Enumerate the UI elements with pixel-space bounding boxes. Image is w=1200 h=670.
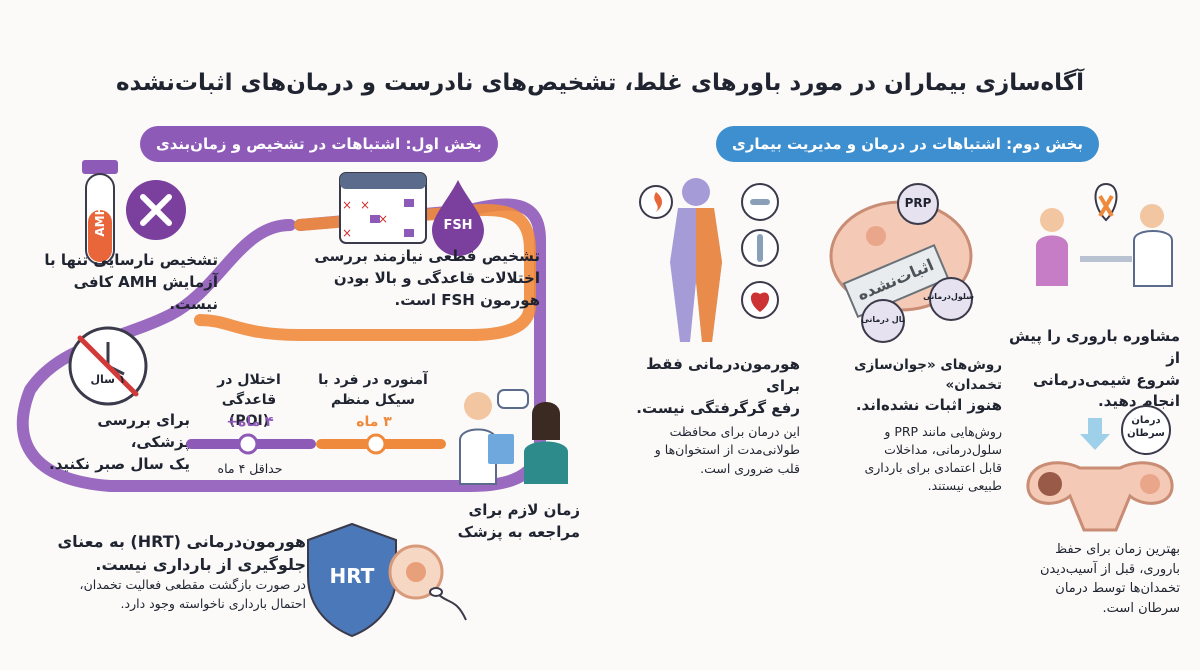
doctor-text-line2: مراجعه به پزشک (457, 522, 580, 541)
cell-therapy-tag: سلول‌درمانی (923, 292, 974, 301)
svg-text:×: × (378, 212, 388, 226)
rejuvenation-desc-line1: روش‌هایی مانند PRP و (884, 423, 1002, 439)
fertility-desc-line3: تخمدان‌ها توسط درمان (1055, 581, 1180, 596)
svg-text:×: × (342, 226, 352, 240)
page-title: آگاه‌سازی بیماران در مورد باورهای غلط، ت… (115, 70, 1085, 96)
timeline-label-left-line1: اختلال در قاعدگی (217, 372, 281, 409)
amh-text: تشخیص نارسایی تنها با آزمایش AMH کافی نی… (38, 250, 218, 315)
cancer-treatment-circle-icon (1121, 405, 1171, 455)
doctor-text: زمان لازم برای مراجعه به پزشک (440, 500, 580, 544)
fertility-desc-line1: بهترین زمان برای حفظ (1055, 542, 1180, 557)
fertility-title-line3: انجام دهید. (1097, 392, 1180, 411)
fsh-text-line3: هورمون FSH است. (394, 290, 540, 309)
cancer-line2: سرطان (1127, 428, 1165, 439)
cell-therapy-circle-icon (929, 277, 973, 321)
amh-text-line2: آزمایش AMH کافی نیست. (73, 272, 218, 313)
hrt-title-line2: جلوگیری از بارداری نیست. (95, 555, 306, 575)
clock-label: ۱ سال (90, 373, 126, 386)
uterus-icon (1026, 461, 1174, 532)
timeline-sub-label: حداقل ۴ ماه (217, 461, 283, 476)
hrt-title-line1: هورمون‌درمانی (HRT) به معنای (57, 532, 306, 551)
clock-text-line2: یک سال صبر نکنید. (49, 454, 190, 473)
fsh-text-line1: تشخیص قطعی نیازمند بررسی (314, 247, 540, 265)
timeline-label-right: آمنوره در فرد با سیکل منظم (318, 370, 428, 411)
rejuvenation-text: روش‌های «جوان‌سازی تخمدان» هنوز اثبات نش… (806, 356, 1002, 495)
prp-tag: PRP (904, 196, 932, 210)
stem-therapy-circle-icon (861, 299, 905, 343)
section1-label: بخش اول: اشتباهات در تشخیص و زمان‌بندی (140, 126, 498, 162)
counseling-icon (1036, 182, 1173, 287)
doctor-consultation-icon (459, 389, 568, 485)
hormone-text: هورمون‌درمانی فقط برای رفع گرگرفتگی نیست… (610, 354, 800, 478)
fsh-label: FSH (443, 218, 473, 233)
timeline-label-right-line2: سیکل منظم (331, 392, 415, 409)
hrt-shield-icon (307, 522, 397, 638)
hrt-desc-line1: در صورت بازگشت مقطعی فعالیت تخمدان، (79, 577, 306, 593)
timeline-value-right: ۳ ماه (356, 414, 392, 430)
hormone-desc-line1: این درمان برای محافظت (669, 424, 800, 440)
timeline-label-left: اختلال در قاعدگی (POI) (194, 370, 304, 431)
hrt-shield-label: HRT (329, 564, 375, 588)
timeline-label-left-line2: (POI) (228, 412, 270, 429)
rejuvenation-title-line2: هنوز اثبات نشده‌اند. (855, 396, 1002, 415)
rejuvenation-desc-line4: طبیعی نیستند. (927, 478, 1002, 494)
fertility-title-line1: مشاوره باروری را پیش از (1008, 327, 1180, 367)
body-organs-icon (639, 178, 779, 342)
hormone-desc-line2: طولانی‌مدت از استخوان‌ها و (654, 442, 800, 458)
crossed-clock-icon (68, 326, 148, 406)
svg-text:×: × (342, 198, 352, 212)
rejuvenation-desc-line3: قابل اعتمادی برای بارداری (864, 460, 1002, 476)
rejuvenation-desc-line2: سلول‌درمانی، مداخلات (884, 442, 1002, 457)
hormone-title-line1: هورمون‌درمانی فقط برای (646, 355, 800, 395)
fertility-text: مشاوره باروری را پیش از شروع شیمی‌درمانی… (1000, 326, 1180, 413)
fertility-desc-line4: سرطان است. (1102, 600, 1180, 616)
fertility-title-line2: شروع شیمی‌درمانی (1032, 370, 1180, 389)
timeline-value-left: ۴ ماه+ (226, 414, 274, 430)
cancer-treatment-label: درمان سرطان (1120, 414, 1172, 440)
hrt-desc-line2: احتمال بارداری ناخواسته وجود دارد. (120, 595, 306, 611)
rejuvenation-title-line1: روش‌های «جوان‌سازی تخمدان» (854, 357, 1002, 393)
hormone-title-line2: رفع گرگرفتگی نیست. (636, 398, 800, 417)
clock-text: برای بررسی پزشکی، یک سال صبر نکنید. (40, 410, 190, 475)
doctor-text-line1: زمان لازم برای (468, 501, 580, 519)
cross-circle-icon (126, 180, 186, 240)
amh-test-tube-icon (82, 160, 118, 265)
calendar-icon: × × × × (339, 172, 427, 244)
hormone-desc-line3: قلب ضروری است. (700, 460, 800, 476)
fsh-text-line2: اختلالات قاعدگی و بالا بودن (333, 268, 540, 287)
svg-text:×: × (360, 198, 370, 212)
amh-text-line1: تشخیص نارسایی تنها با (44, 251, 218, 269)
timeline-bar (186, 433, 446, 455)
fertility-desc-line2: باروری، قبل از آسیب‌دیدن (1039, 561, 1180, 577)
fertility-desc: بهترین زمان برای حفظ باروری، قبل از آسیب… (1010, 540, 1180, 618)
clock-text-line1: برای بررسی پزشکی، (97, 411, 190, 451)
amh-label: AMH (93, 205, 107, 237)
section2-label: بخش دوم: اشتباهات در درمان و مدیریت بیما… (716, 126, 1100, 162)
fsh-drop-icon (432, 180, 484, 256)
cancer-line1: درمان (1131, 415, 1161, 426)
egg-sperm-icon (388, 544, 467, 621)
hrt-text: هورمون‌درمانی (HRT) به معنای جلوگیری از … (36, 530, 306, 613)
timeline-label-right-line1: آمنوره در فرد با (318, 372, 428, 388)
fsh-text: تشخیص قطعی نیازمند بررسی اختلالات قاعدگی… (300, 246, 540, 311)
prp-circle-icon (897, 183, 939, 225)
stem-therapy-tag: ثال درمانی (861, 315, 905, 324)
down-arrow-icon (1080, 418, 1110, 450)
